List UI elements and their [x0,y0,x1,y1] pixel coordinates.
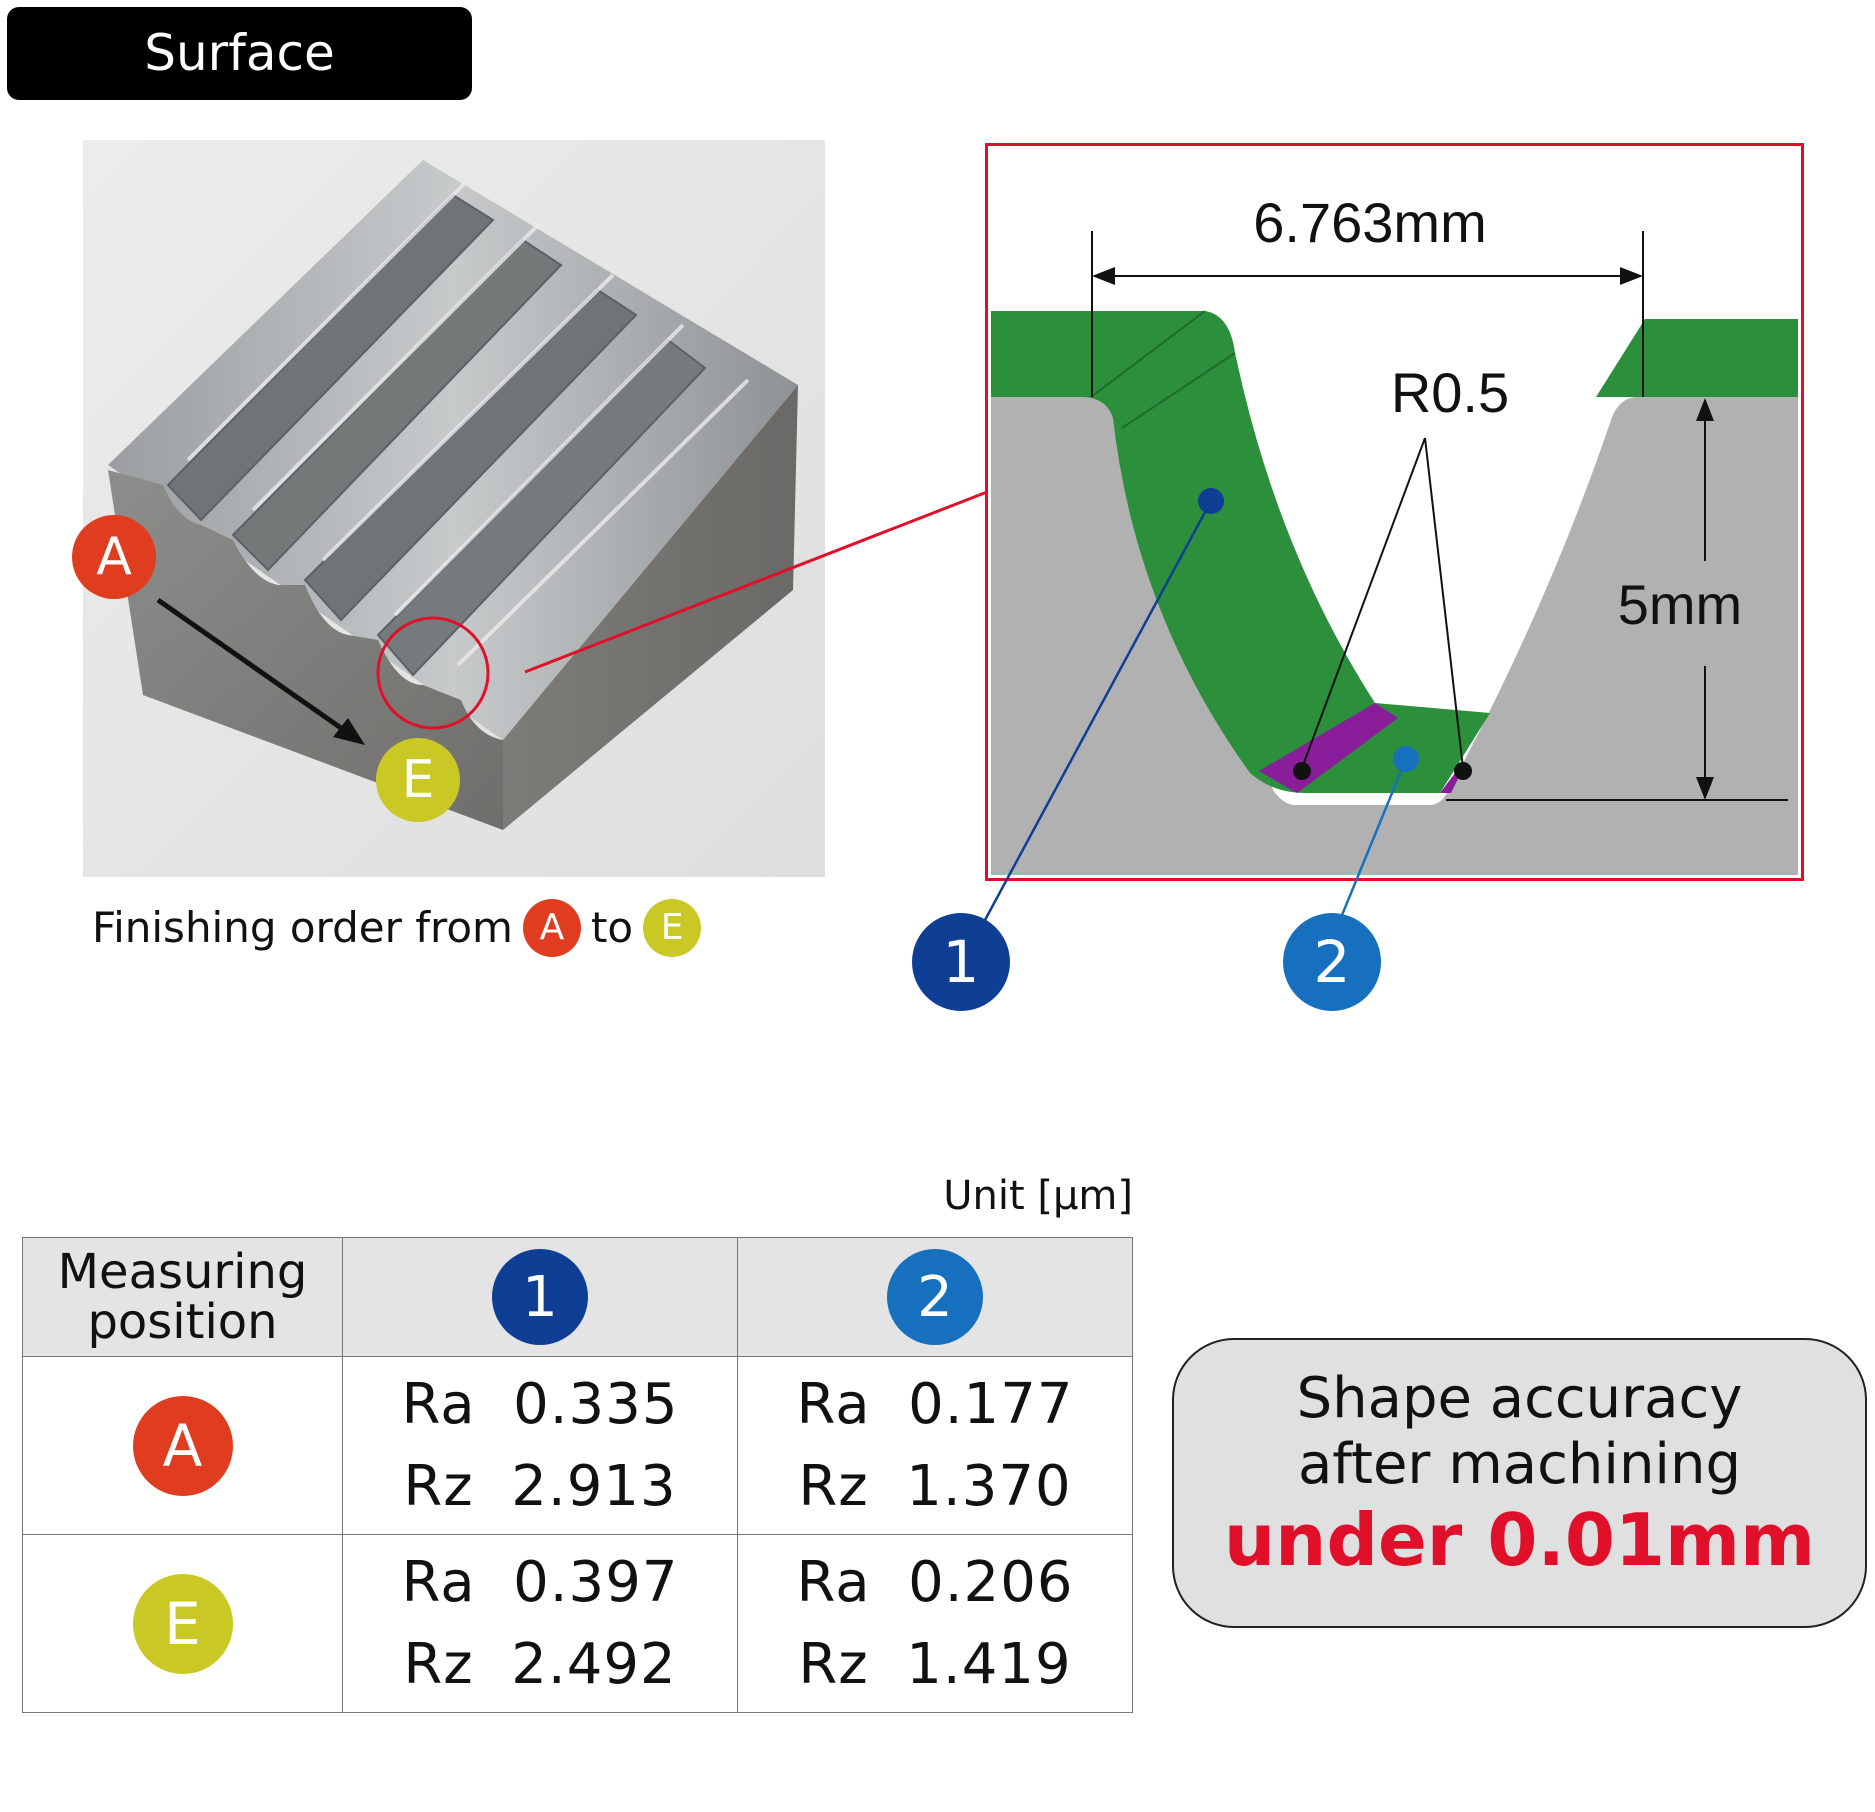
roughness-table: Measuring position 1 2 A Ra 0.335 [22,1237,1133,1713]
marker-a-label: A [96,527,132,587]
row-a-point-1-cell: Ra 0.335 Rz 2.913 [342,1356,738,1535]
rz-value: Rz 1.419 [798,1631,1072,1697]
measuring-point-1-label: 1 [942,928,980,996]
callout-line-1: Shape accuracy [1296,1366,1743,1431]
radius-label: R0.5 [1390,361,1510,424]
caption-connector: to [590,903,634,952]
row-a-point-2-cell: Ra 0.177 Rz 1.370 [737,1356,1133,1535]
width-dimension-label: 6.763mm [1253,191,1487,254]
unit-label: Unit [μm] [943,1173,1133,1219]
row-e-point-1-cell: Ra 0.397 Rz 2.492 [342,1534,738,1713]
ra-value: Ra 0.206 [796,1549,1074,1615]
table-header-row: Measuring position 1 2 [22,1237,1133,1357]
table-row: A Ra 0.335 Rz 2.913 Ra 0.177 Rz 1.370 [22,1356,1133,1535]
measuring-point-2-label: 2 [1313,928,1351,996]
header-point-1-badge: 1 [492,1249,588,1345]
marker-e: E [376,738,460,822]
row-position-cell: E [22,1534,343,1713]
rz-value: Rz 2.913 [403,1453,677,1519]
row-marker-a-label: A [162,1411,203,1480]
rz-value: Rz 1.370 [798,1453,1072,1519]
ra-value: Ra 0.397 [401,1549,679,1615]
rz-value: Rz 2.492 [403,1631,677,1697]
row-position-cell: A [22,1356,343,1535]
caption-marker-a: A [522,899,581,957]
depth-dimension-label: 5mm [1617,573,1743,636]
row-marker-e: E [132,1573,233,1674]
measuring-point-2: 2 [1283,913,1381,1011]
header-point-2-label: 2 [917,1264,953,1330]
callout-highlight: under 0.01mm [1223,1498,1816,1582]
callout-line-2: after machining [1297,1432,1742,1497]
page-title: Surface roughness [7,7,472,175]
row-marker-e-label: E [164,1589,201,1658]
marker-a: A [72,515,156,599]
row-marker-a: A [132,1395,233,1496]
measuring-point-1: 1 [912,913,1010,1011]
header-measuring-position: Measuring position [22,1237,343,1357]
table-row: E Ra 0.397 Rz 2.492 Ra 0.206 Rz 1.419 [22,1534,1133,1713]
header-position-text: Measuring position [57,1244,308,1350]
marker-e-label: E [401,750,435,810]
caption-marker-e: E [643,899,702,957]
shape-accuracy-callout: Shape accuracy after machining under 0.0… [1172,1338,1867,1628]
ra-value: Ra 0.335 [401,1371,679,1437]
header-point-2-badge: 2 [887,1249,983,1345]
caption-prefix: Finishing order from [92,903,513,952]
finishing-order-caption: Finishing order from A to E [92,898,712,958]
header-point-1-label: 1 [522,1264,558,1330]
ra-value: Ra 0.177 [796,1371,1074,1437]
header-point-2: 2 [737,1237,1133,1357]
header-point-1: 1 [342,1237,738,1357]
row-e-point-2-cell: Ra 0.206 Rz 1.419 [737,1534,1133,1713]
